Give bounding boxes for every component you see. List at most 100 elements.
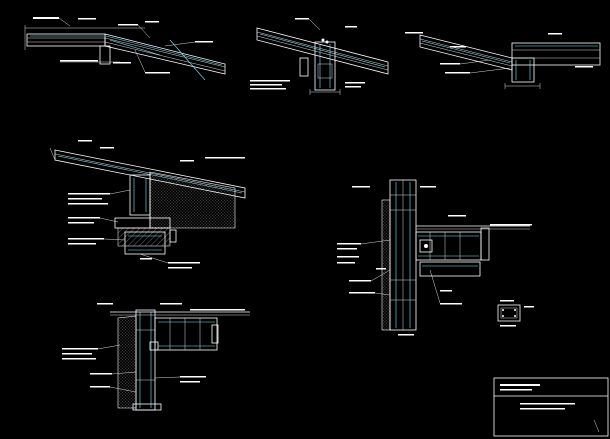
label-bar <box>440 290 452 292</box>
label-bar <box>68 217 100 219</box>
side-block <box>299 57 309 77</box>
beam-inset <box>419 239 433 253</box>
detail-2-roof-joint <box>250 18 389 95</box>
label-bar <box>352 186 370 188</box>
label-bar <box>160 303 182 305</box>
label-bar <box>180 160 194 162</box>
masonry-wall <box>117 315 137 409</box>
label-bar <box>345 82 365 84</box>
label-bar <box>190 309 245 311</box>
eave-beam <box>129 174 151 216</box>
label-bar <box>97 303 113 305</box>
label-bar <box>62 358 96 360</box>
label-bar <box>90 386 110 388</box>
label-bar <box>90 373 112 375</box>
label-bar <box>445 72 470 74</box>
label-bar <box>195 41 213 43</box>
inclined-slab <box>419 34 513 71</box>
section-box <box>497 304 521 322</box>
label-bar <box>205 157 245 159</box>
base-plate <box>132 403 162 411</box>
label-bar <box>78 18 96 20</box>
label-bar <box>168 267 192 269</box>
label-bar <box>180 381 200 383</box>
label-bar <box>548 33 562 35</box>
column <box>135 309 156 411</box>
label-bar <box>68 193 110 195</box>
small-box <box>169 229 177 243</box>
detail-5-beam-column <box>337 179 534 336</box>
detail-3-valley-beam <box>405 32 601 89</box>
label-bar <box>250 80 290 82</box>
masonry-wall <box>149 171 236 229</box>
title-block <box>493 377 609 437</box>
flat-slab <box>511 42 601 66</box>
label-bar <box>168 262 200 264</box>
label-bar <box>440 63 460 65</box>
support-beam <box>99 45 111 65</box>
label-bar <box>100 147 114 149</box>
label-bar <box>295 18 309 20</box>
label-bar <box>345 26 357 28</box>
detail-4-eave-wall <box>49 140 246 269</box>
column <box>314 41 336 91</box>
title-line <box>500 384 540 386</box>
label-bar <box>337 262 355 264</box>
label-bar <box>500 300 514 302</box>
label-bar <box>113 62 131 64</box>
hatched-fill <box>117 227 171 247</box>
beam-end <box>480 227 490 261</box>
label-bar <box>145 72 170 74</box>
label-bar <box>68 203 108 205</box>
label-bar <box>398 334 414 336</box>
label-bar <box>62 348 98 350</box>
small-box <box>149 341 159 351</box>
beam-end <box>211 324 219 344</box>
label-bar <box>337 256 359 258</box>
label-bar <box>62 353 92 355</box>
label-bar <box>337 243 361 245</box>
label-bar <box>250 84 282 86</box>
label-bar <box>448 215 466 217</box>
label-bar <box>68 243 96 245</box>
wall-left <box>381 199 391 331</box>
label-bar <box>68 198 102 200</box>
title-line <box>520 408 565 410</box>
label-bar <box>575 66 593 68</box>
label-bar <box>440 303 462 305</box>
label-bar <box>450 46 466 48</box>
inclined-slab <box>256 27 389 75</box>
horizontal-beam <box>154 317 218 351</box>
label-bar <box>118 24 138 26</box>
label-bar <box>345 86 361 88</box>
label-bar <box>524 306 534 308</box>
detail-6-wall-beam <box>62 303 250 411</box>
label-bar <box>78 140 92 142</box>
label-bar <box>337 248 357 250</box>
slab-section <box>419 261 481 277</box>
label-bar <box>376 268 386 270</box>
label-bar <box>68 238 104 240</box>
label-bar <box>405 32 423 34</box>
label-bar <box>349 280 371 282</box>
valley-beam <box>511 57 535 83</box>
detail-1-sloped-roof <box>24 17 226 81</box>
label-bar <box>250 88 286 90</box>
label-bar <box>145 21 159 23</box>
label-bar <box>500 325 516 327</box>
lower-beam <box>124 231 166 255</box>
label-bar <box>180 376 206 378</box>
label-bar <box>60 60 98 62</box>
title-line <box>500 389 532 391</box>
label-bar <box>68 222 94 224</box>
label-bar <box>140 258 152 260</box>
label-bar <box>33 17 59 19</box>
label-bar <box>349 292 375 294</box>
inclined-roof <box>54 149 246 199</box>
title-line <box>520 403 575 405</box>
title-block-border <box>493 377 609 437</box>
label-bar <box>420 186 436 188</box>
label-bar <box>490 224 532 226</box>
